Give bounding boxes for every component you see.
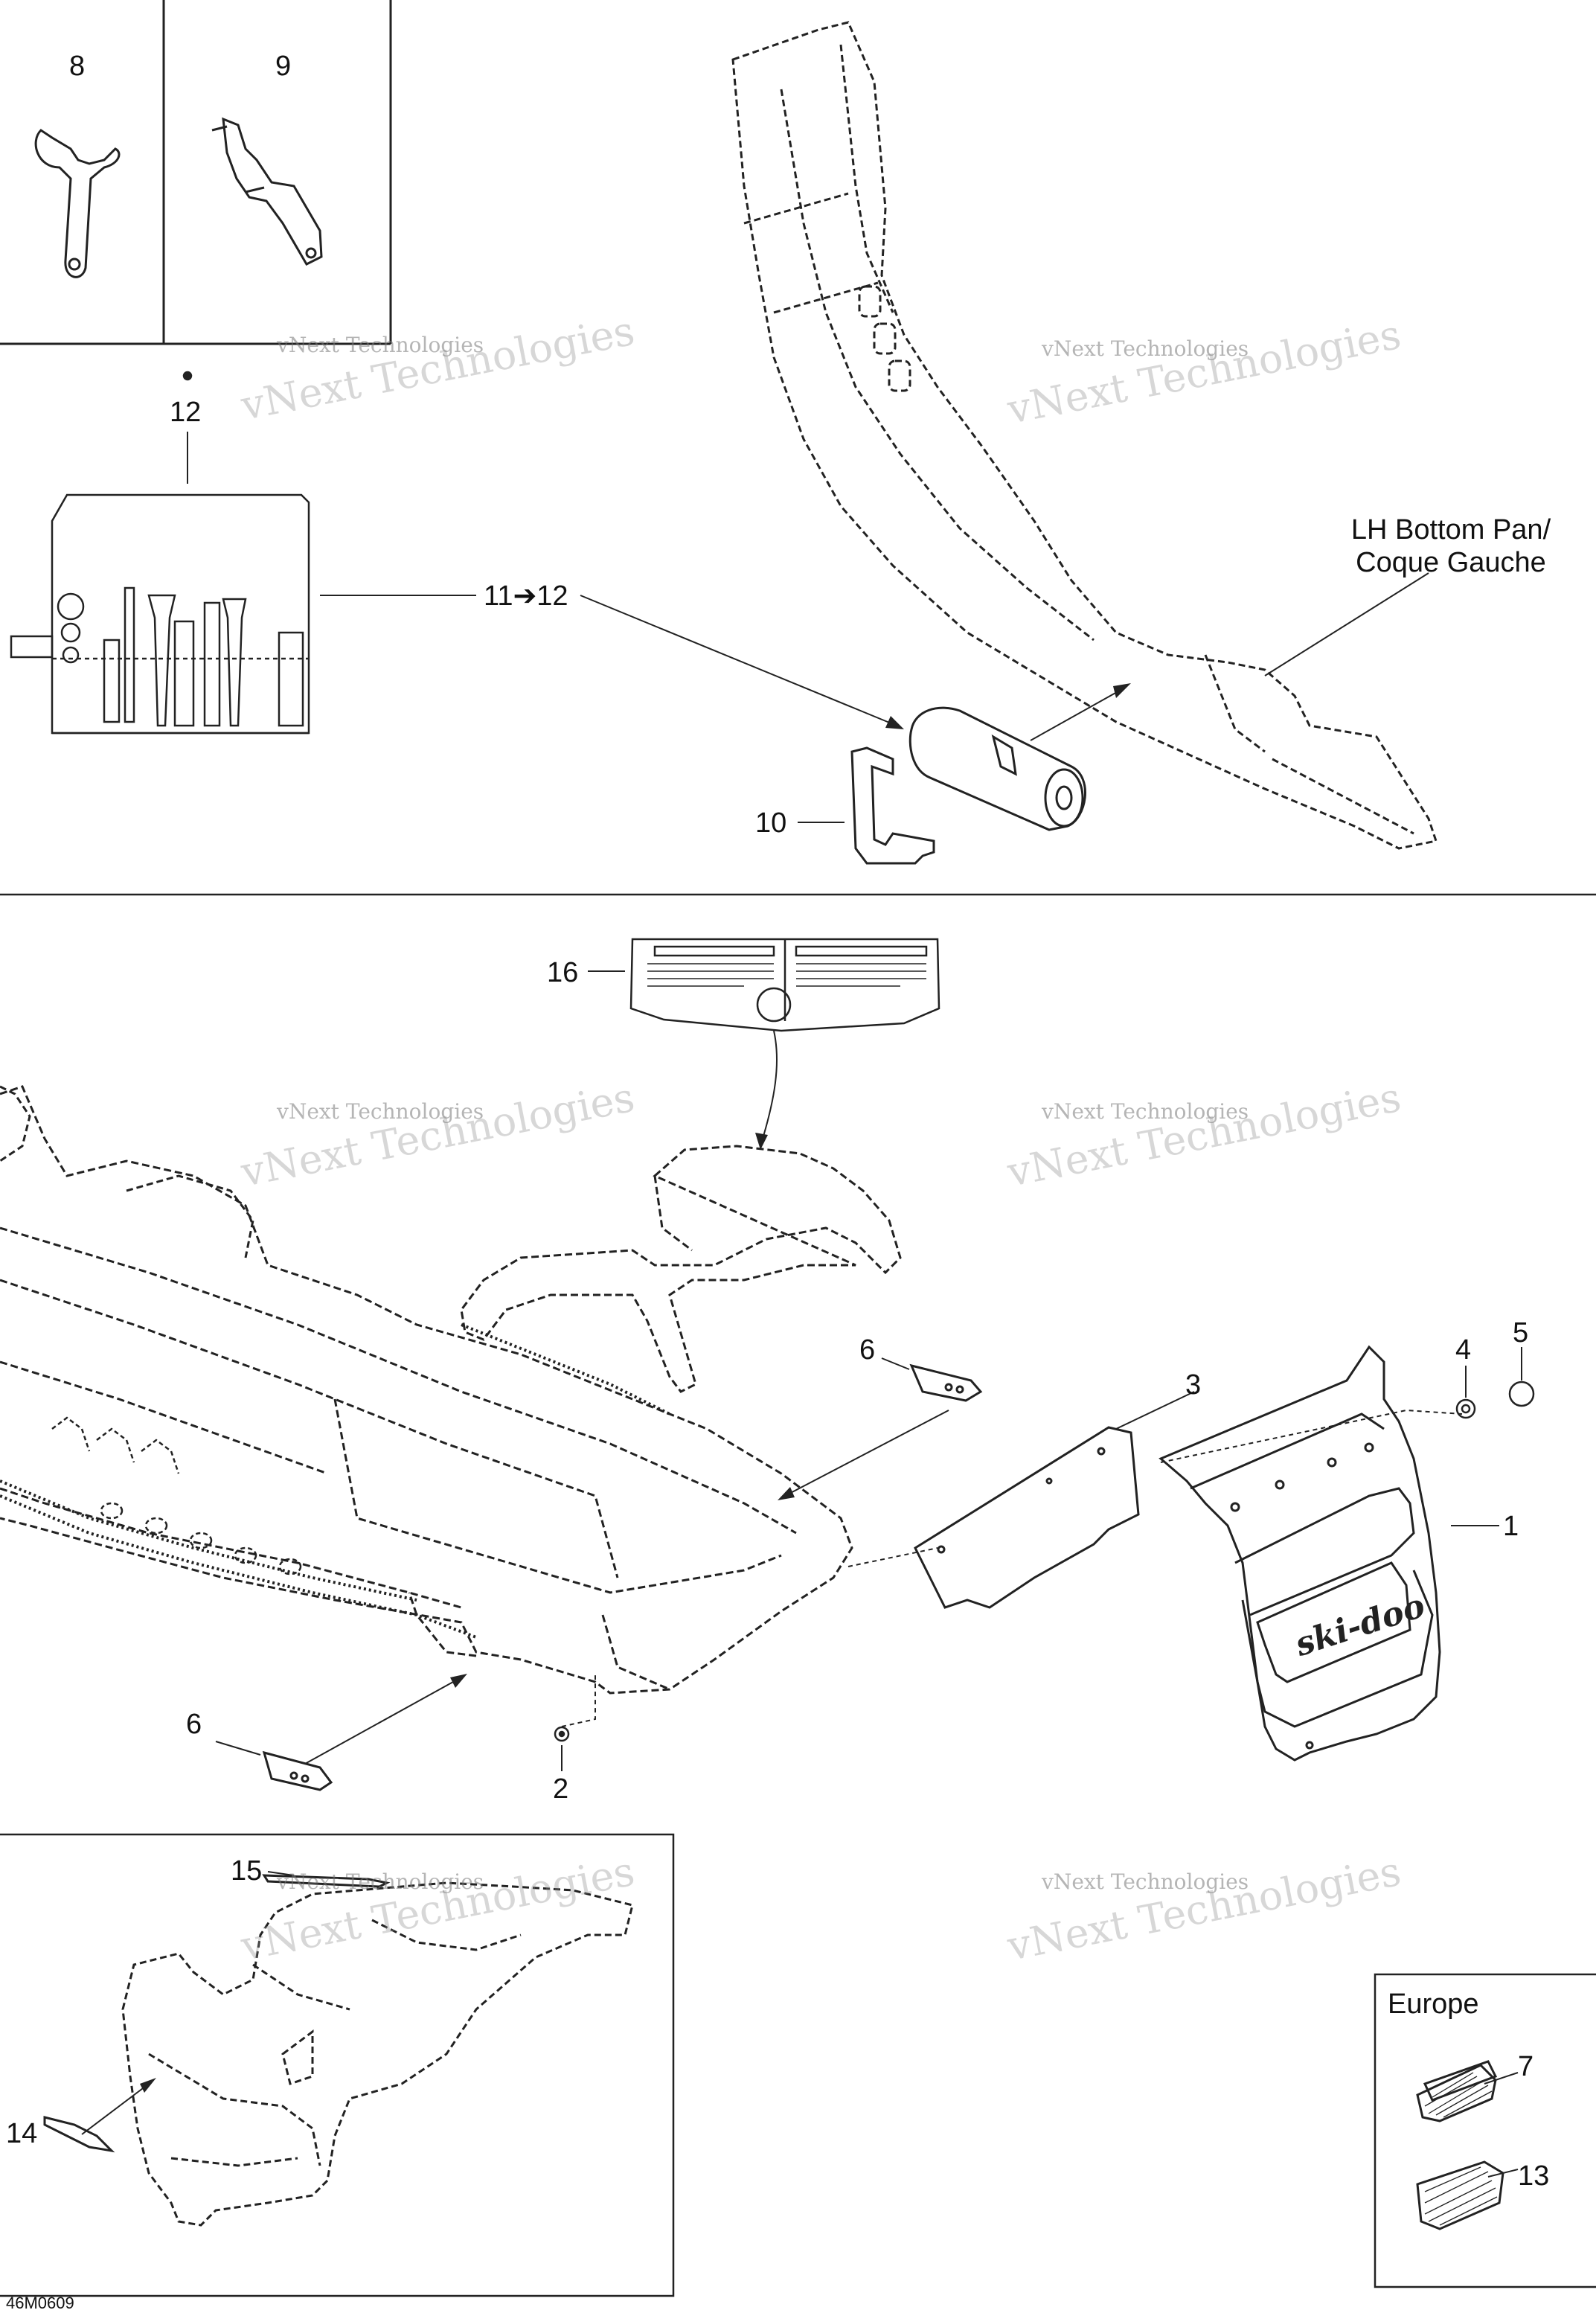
callout-14: 14 [6,2118,38,2149]
leader-6a [881,1357,910,1370]
leader-13 [1487,2169,1519,2178]
dashline-1 [1160,1409,1463,1463]
dashline-3 [847,1547,938,1567]
watermark-text: vNext Technologies [277,1099,484,1124]
arrow-6a [784,1410,949,1497]
arrow-16 [762,1030,778,1139]
europe-reflector-7 [1416,2060,1498,2122]
arrow-bag-to-pan [1030,688,1124,741]
callout-10: 10 [755,807,787,839]
callout-12: 12 [170,397,202,428]
callout-7: 7 [1518,2051,1534,2082]
watermark-text: vNext Technologies [277,333,484,357]
tool-inset-frame [0,0,392,345]
heat-shield-15 [262,1874,391,1888]
tool-kit-12 [10,371,310,735]
handle-wrench-9 [211,117,323,266]
callout-1: 1 [1503,1511,1519,1542]
underbody-pan [121,1881,634,2227]
arrow-6b [304,1677,461,1765]
reflector-14 [43,2116,115,2153]
warning-label-16 [629,938,940,1032]
lh-bottom-pan-label-line1: LH Bottom Pan/ [1350,514,1551,546]
callout-6b: 6 [186,1709,202,1740]
leader-lh-bottom-pan [1264,572,1429,676]
dashline-2 [561,1674,596,1727]
callout-16: 16 [547,957,579,988]
arrow-14 [81,2083,150,2135]
europe-box-title: Europe [1388,1989,1479,2020]
leader-7 [1484,2072,1519,2085]
lh-bottom-pan [731,21,1438,850]
tunnel-slots [51,1416,302,1575]
chassis-hoop [0,1085,254,1258]
figure-code: 46M0609 [6,2294,74,2312]
leader-15 [267,1871,295,1876]
callout-5: 5 [1513,1317,1529,1349]
flap-backing-plate-3 [914,1426,1140,1609]
running-board-edge [0,1323,670,1639]
leader-3 [1115,1391,1195,1430]
reflector-pad-6b [262,1750,333,1791]
callout-15: 15 [231,1855,263,1887]
leader-6b [215,1741,261,1756]
callout-8: 8 [69,51,86,82]
callout-6a: 6 [859,1334,876,1366]
tunnel-chassis [0,1085,853,1695]
callout-11-12: 11➔12 [484,580,568,612]
nut-4 [1455,1398,1476,1419]
snow-flap-1: ski-doo [1158,1345,1441,1762]
spanner-wrench-8 [34,129,121,278]
underbody-inset-frame [0,1833,675,2297]
watermark-text: vNext Technologies [277,1869,484,1894]
callout-2: 2 [553,1773,569,1805]
europe-box-frame [1374,1973,1596,2288]
tool-bag-11 [908,706,1086,831]
watermark-text: vNext Technologies [1042,1869,1249,1894]
callout-9: 9 [275,51,292,82]
callout-4: 4 [1455,1334,1472,1366]
rivet-2 [554,1726,570,1742]
watermark-text: vNext Technologies [1042,336,1249,361]
callout-13: 13 [1518,2160,1550,2192]
europe-reflector-13 [1416,2160,1504,2230]
watermark-text: vNext Technologies [1042,1099,1249,1124]
lh-bottom-pan-label-line2: Coque Gauche [1356,547,1546,578]
strap-bracket-10 [850,746,935,865]
rear-grab-handle [460,1145,902,1393]
arrow-11-12 [580,595,897,726]
reflector-pad-6a [909,1363,983,1402]
cap-5 [1508,1381,1535,1407]
callout-3: 3 [1185,1369,1202,1401]
lh-bottom-pan-label: LH Bottom Pan/ Coque Gauche [1324,514,1577,579]
